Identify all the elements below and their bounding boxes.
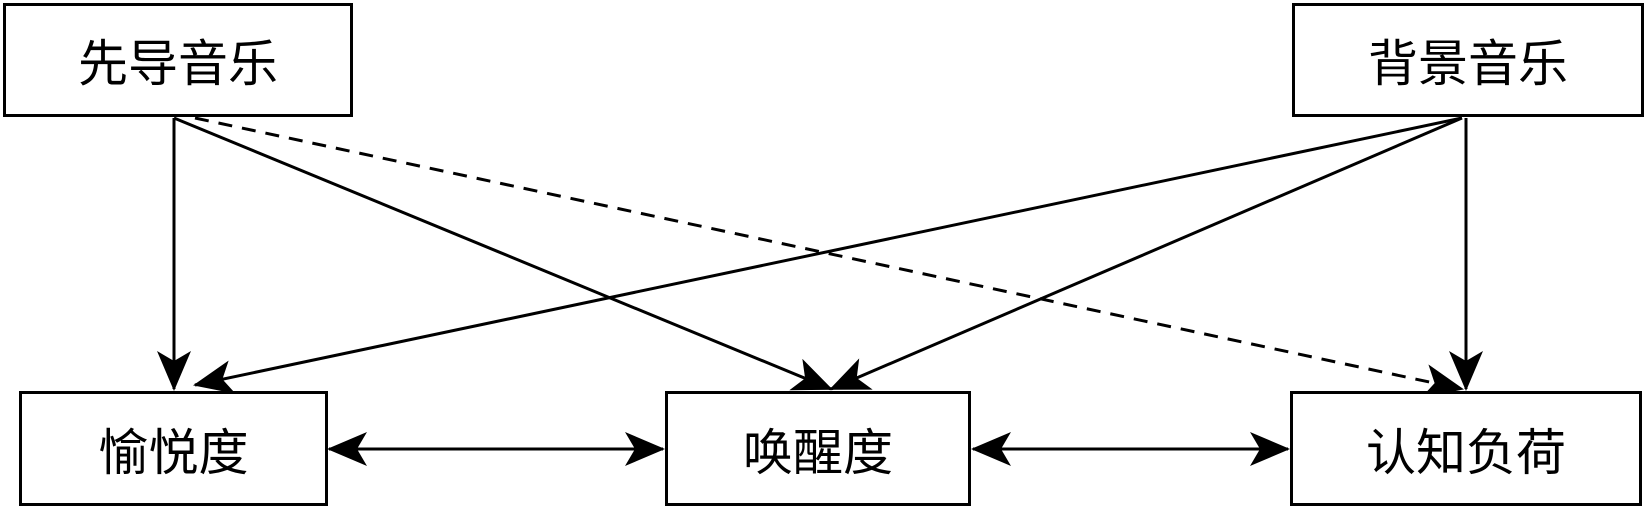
node-label: 唤醒度 [743, 423, 893, 482]
node-label: 愉悦度 [98, 423, 249, 482]
node-cognitive-load: 认知负荷 [1290, 391, 1642, 506]
edge-background-to-pleasure [193, 116, 1463, 394]
node-pleasure: 愉悦度 [19, 391, 328, 506]
edge-background-to-arousal [829, 116, 1463, 391]
edge-lead-to-arousal [173, 116, 833, 391]
node-label: 先导音乐 [78, 35, 278, 93]
node-arousal: 唤醒度 [665, 391, 971, 506]
node-lead-music: 先导音乐 [3, 3, 353, 117]
node-label: 背景音乐 [1368, 35, 1568, 93]
node-background-music: 背景音乐 [1292, 3, 1644, 117]
node-label: 认知负荷 [1366, 423, 1566, 482]
